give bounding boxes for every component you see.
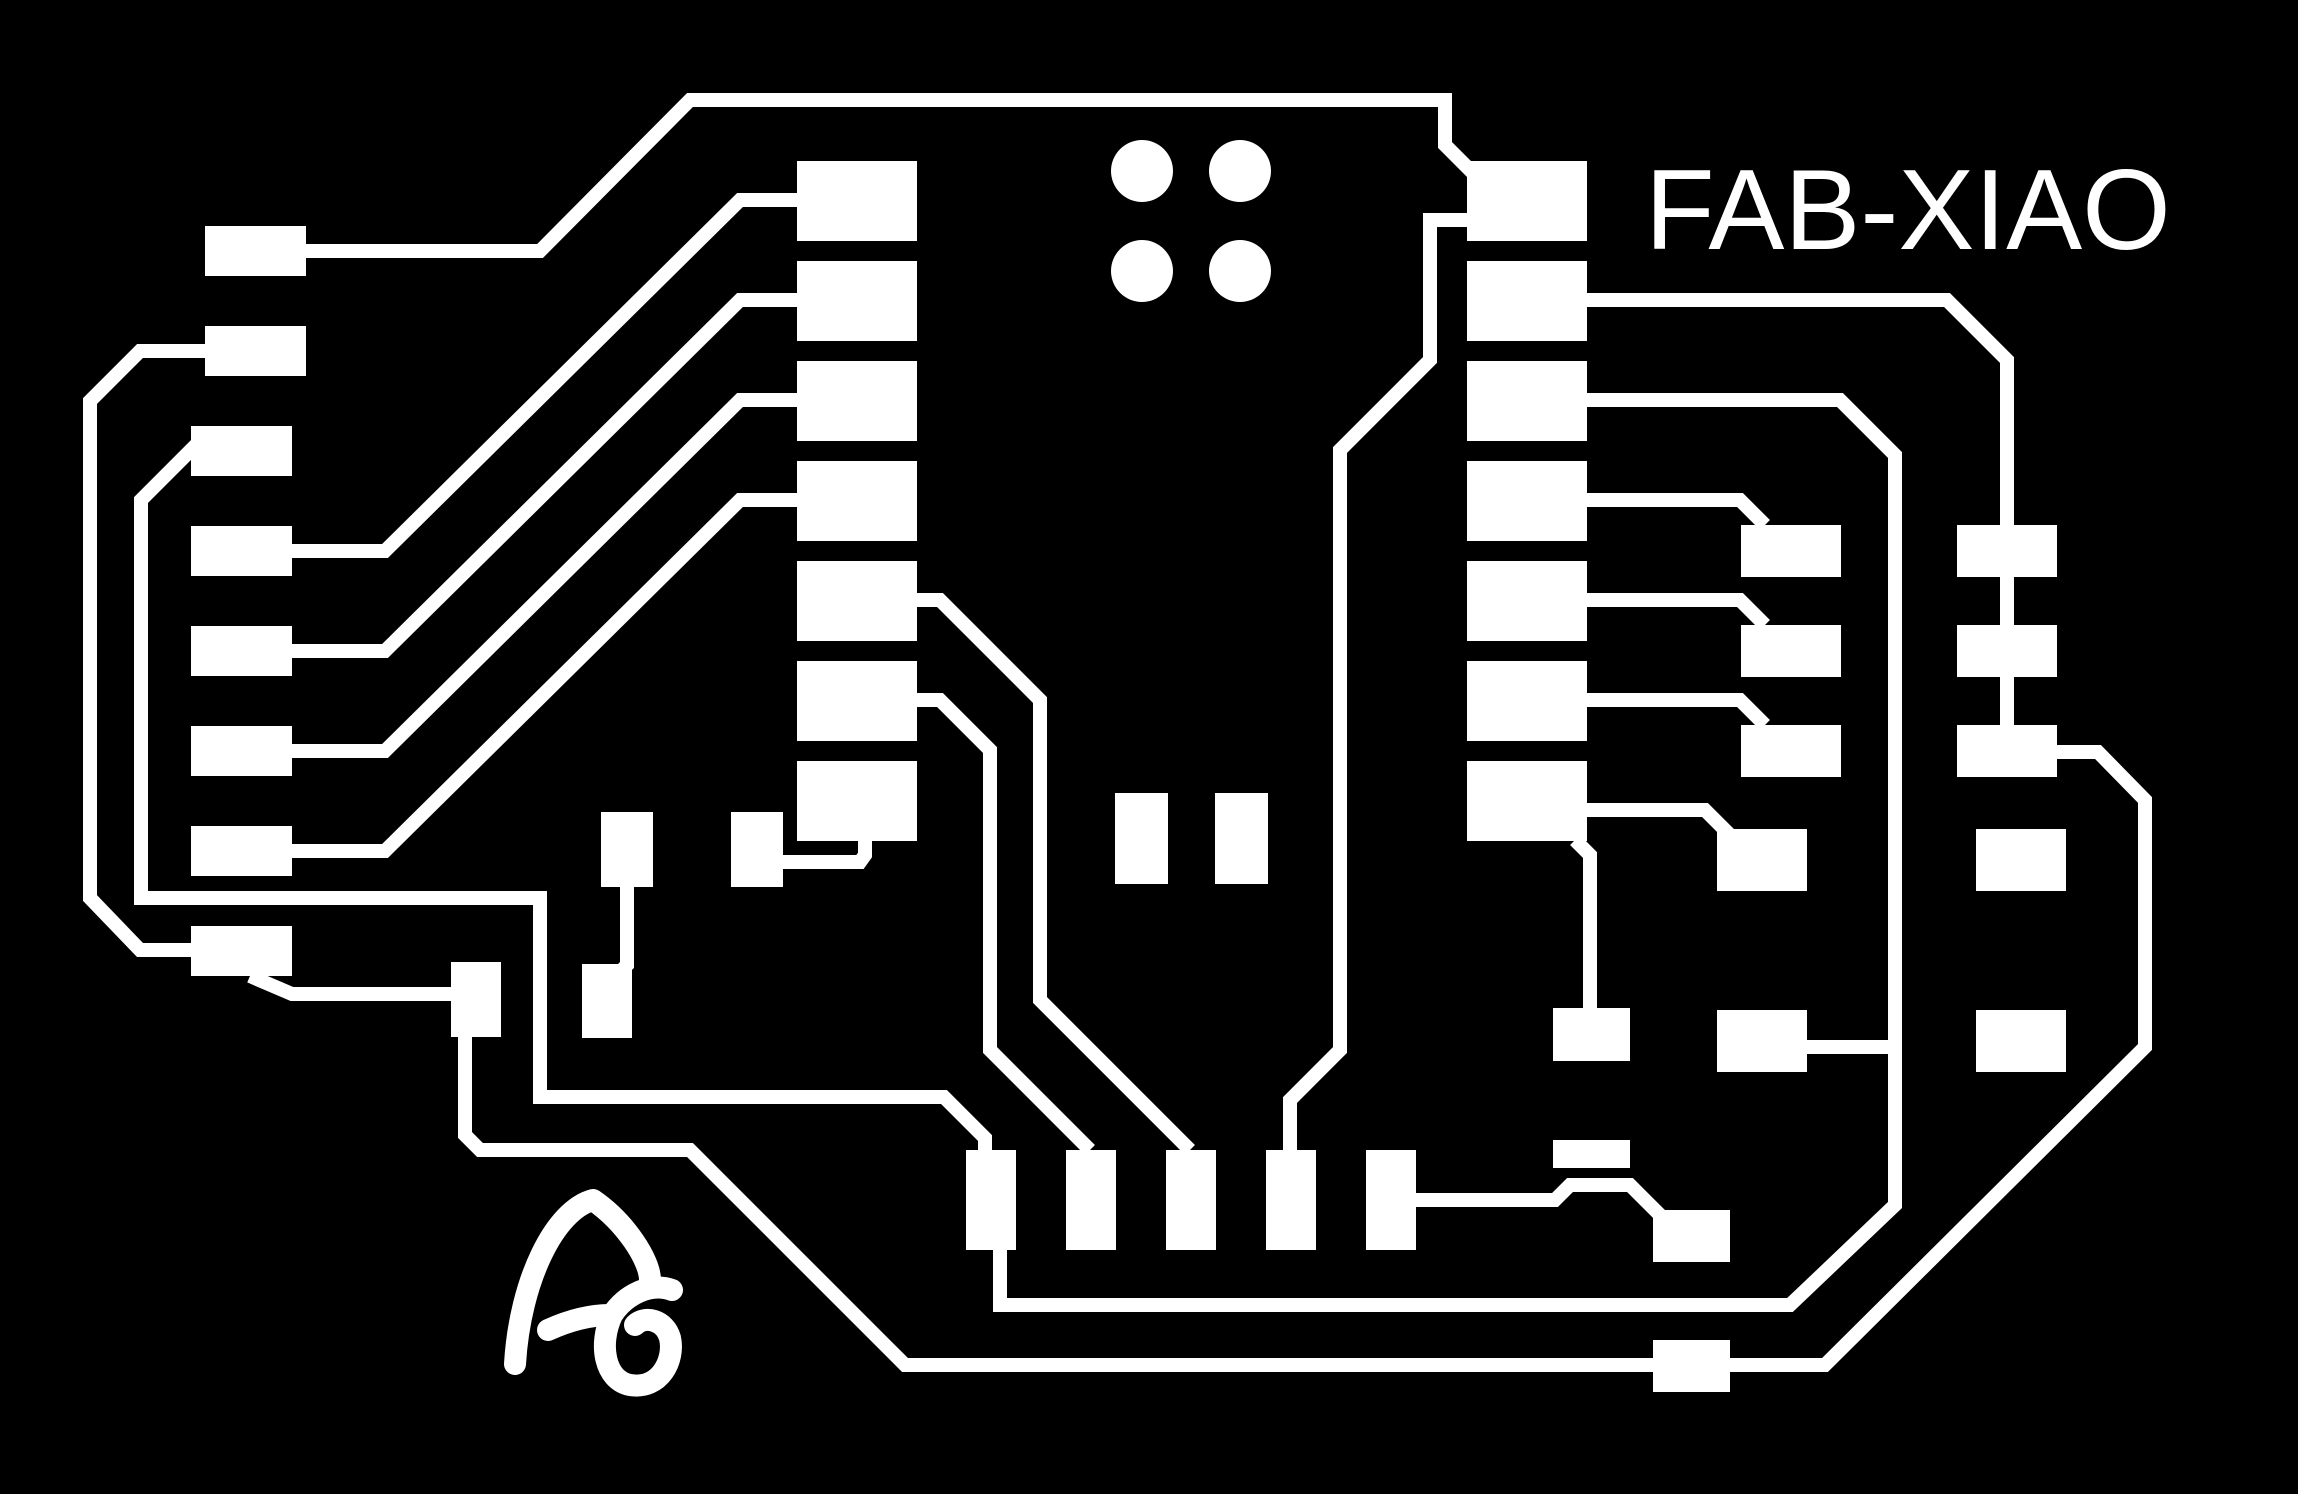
pad	[1553, 1008, 1630, 1061]
trace	[917, 593, 1195, 1155]
pad	[1741, 625, 1841, 677]
trace	[292, 493, 800, 858]
pad	[1553, 1140, 1630, 1168]
pad	[1717, 1010, 1807, 1072]
trace	[292, 193, 800, 558]
logo-stroke	[504, 1189, 661, 1375]
bottom-header-pads	[966, 1150, 1416, 1250]
pad	[1166, 1150, 1216, 1250]
pad	[205, 326, 306, 376]
pad	[1976, 1010, 2066, 1072]
pad	[1467, 161, 1587, 241]
trace	[993, 393, 1902, 1312]
pad	[797, 261, 917, 341]
pad	[1467, 561, 1587, 641]
trace	[292, 293, 800, 658]
pad	[797, 461, 917, 541]
pad	[966, 1150, 1016, 1250]
pad	[1741, 525, 1841, 577]
pad	[797, 561, 917, 641]
trace	[134, 440, 992, 1150]
trace	[1587, 593, 1770, 630]
left-header-pads	[191, 226, 306, 976]
trace	[757, 840, 872, 869]
pad	[1467, 761, 1587, 841]
pad	[1467, 361, 1587, 441]
pad	[1366, 1150, 1416, 1250]
via-group	[1111, 140, 1271, 302]
xiao-left-pads	[797, 161, 917, 841]
pad	[1215, 793, 1268, 884]
pad	[205, 226, 306, 276]
pad	[191, 526, 292, 576]
pad	[797, 161, 917, 241]
via	[1111, 240, 1173, 302]
pad	[191, 926, 292, 976]
trace	[1416, 1178, 1665, 1220]
pad	[1653, 1210, 1730, 1262]
trace	[305, 93, 1477, 258]
board-label: FAB-XIAO	[1645, 147, 2171, 274]
logo-stroke	[593, 1276, 683, 1397]
pad	[797, 661, 917, 741]
pad	[1467, 461, 1587, 541]
trace	[1587, 803, 1745, 850]
pad	[1653, 1340, 1730, 1392]
pad	[797, 761, 917, 841]
pad	[1976, 829, 2066, 891]
trace	[1587, 493, 1770, 530]
via	[1111, 140, 1173, 202]
pad	[1741, 725, 1841, 777]
pad	[1066, 1150, 1116, 1250]
pad	[191, 426, 292, 476]
trace	[1725, 745, 2152, 1372]
trace	[247, 969, 1660, 1372]
pad	[797, 361, 917, 441]
pad	[191, 826, 292, 876]
trace-group	[83, 93, 2152, 1372]
pad	[601, 812, 653, 887]
left-components	[451, 812, 783, 1038]
trace	[917, 693, 1095, 1155]
pad	[1115, 793, 1168, 884]
pad	[1467, 661, 1587, 741]
pad	[191, 626, 292, 676]
center-component	[1115, 793, 1268, 884]
trace	[1570, 835, 1597, 1010]
via	[1209, 240, 1271, 302]
trace	[292, 393, 800, 758]
pad	[1467, 261, 1587, 341]
trace	[610, 887, 634, 982]
via	[1209, 140, 1271, 202]
xiao-right-pads	[1467, 161, 1587, 841]
pad	[731, 812, 783, 887]
logo-mark	[504, 1189, 683, 1397]
trace	[1283, 213, 1470, 1150]
right-components	[1553, 525, 2066, 1392]
trace	[1587, 693, 1770, 730]
pad	[191, 726, 292, 776]
pad	[1266, 1150, 1316, 1250]
trace	[83, 344, 210, 957]
trace	[1587, 293, 2014, 525]
